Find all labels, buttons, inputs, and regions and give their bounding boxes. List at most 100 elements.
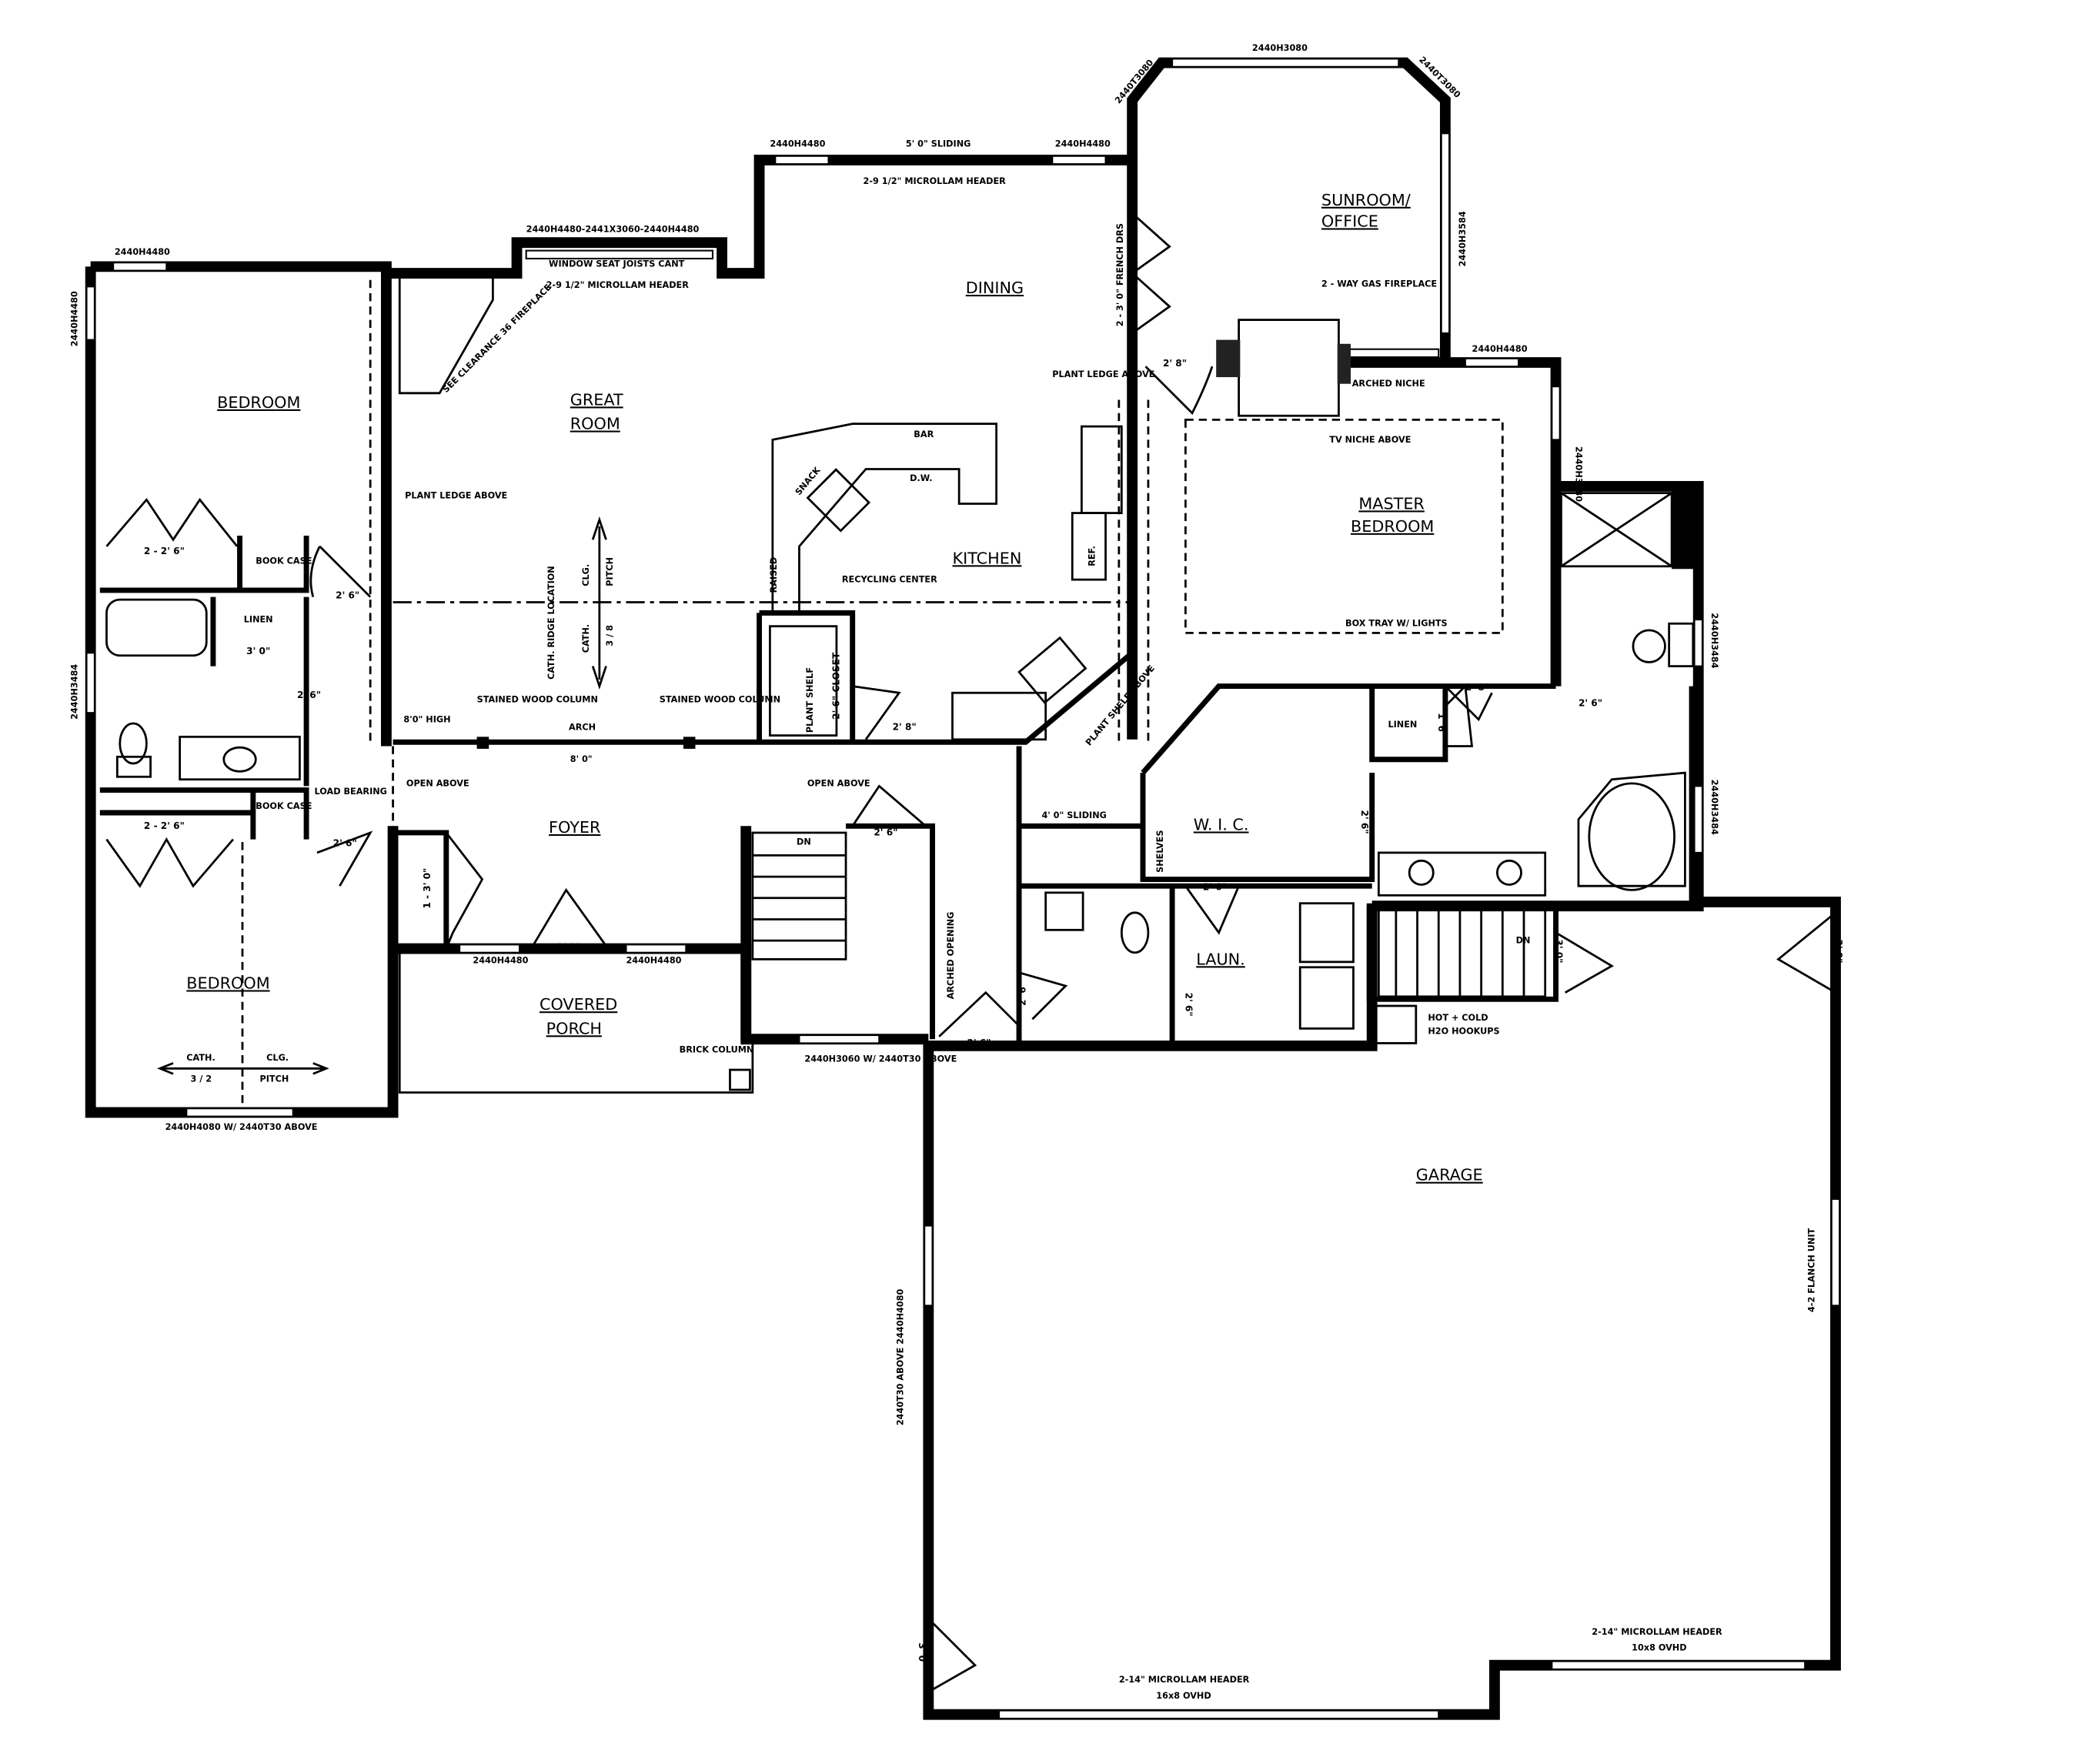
room-label-kitchen: KITCHEN [952,549,1021,567]
dim-kitchen-opening: 2' 8" [893,722,917,733]
sink-icon [806,468,870,533]
note-garage-door-right: 10x8 OVHD [1632,1643,1686,1653]
note-linen-1: LINEN [244,614,273,624]
note-clg: CLG. [581,564,591,586]
dim-linen-door-2: 1' 6" [1436,713,1447,737]
note-8-high: 8'0" HIGH [403,714,450,724]
stained-wood-column-right [683,737,696,749]
note-dn-2: DN [1516,936,1531,946]
note-french-doors: 2 - 3' 0" FRENCH DRS [1115,223,1125,326]
toilet-icon [1120,911,1150,954]
note-garage-door-left: 16x8 OVHD [1156,1691,1211,1701]
note-bed-window-left-mid: 2440H3484 [69,664,79,720]
note-open-above-left: OPEN ABOVE [406,778,469,788]
laundry-sink-icon [1375,1004,1418,1044]
room-label-garage: GARAGE [1416,1166,1483,1184]
plant-shelf-cabinet [769,625,838,737]
dim-half-bath-door: 2' 6" [1017,982,1028,1006]
dim-closet-bed2: 2 - 2' 6" [144,820,185,831]
room-label-dining: DINING [966,279,1024,297]
note-open-above-right: OPEN ABOVE [807,778,870,788]
note-sliding-4: 4' 0" SLIDING [1041,810,1106,820]
dimension-labels: 2 - 2' 6" 2' 6" 3' 0" 2' 6" 2 - 2' 6" 2'… [144,358,1844,1666]
dim-garage-rear-door: 3' 0" [917,1642,927,1666]
pitch-arrow [591,516,607,690]
dim-wic-side: 2' 6" [1359,810,1370,834]
room-label-sunroom: SUNROOM/ [1321,191,1411,209]
note-bed-pitch-val: 3 / 2 [190,1074,212,1084]
note-bath-win-1: 2440H3484 [1709,613,1719,668]
note-ref: REF. [1087,546,1097,566]
note-arch: ARCH [569,723,596,733]
note-sun-win-right: 2440H3584 [1458,211,1468,266]
interior-walls [99,536,1695,1046]
dim-stair-closet-door: 2' 6" [874,827,897,837]
bathtub-icon [1577,771,1686,887]
note-sliding-5: 5' 0" SLIDING [906,139,971,149]
note-foyer-win-left: 2440H4480 [473,956,528,966]
fireplace-hearth [1216,339,1241,378]
note-arched-niche: ARCHED NICHE [1352,379,1425,389]
dim-master-bath: 2' 6" [1579,698,1602,709]
room-label-office: OFFICE [1321,212,1378,230]
room-label-foyer: FOYER [549,818,600,837]
room-label-covered: COVERED [540,995,617,1014]
note-recycling: RECYCLING CENTER [842,575,937,585]
main-stairs [751,831,847,961]
dim-bath-door: 2' 6" [297,690,321,700]
sink-icon [1044,891,1084,931]
dim-garage-side-door: 3' 0" [1833,939,1844,963]
note-stair-window: 2440H3060 W/ 2440T30 ABOVE [804,1054,957,1064]
note-bed-window-top: 2440H4480 [115,247,170,257]
note-gas-fireplace: 2 - WAY GAS FIREPLACE [1321,279,1437,289]
double-vanity [1377,851,1547,897]
note-bed-window-bottom: 2440H4080 W/ 2440T30 ABOVE [165,1122,318,1132]
sink-icon [222,746,257,773]
note-gr-windows: 2440H4480-2441X3060-2440H4480 [526,224,700,234]
note-brick-column: BRICK COLUMN [680,1045,754,1055]
note-plant-ledge-gr: PLANT LEDGE ABOVE [405,491,507,501]
note-dining-win-left: 2440H4480 [770,139,825,149]
note-box-tray: BOX TRAY W/ LIGHTS [1345,619,1448,629]
note-garage-header-left: 2-14" MICROLLAM HEADER [1119,1675,1250,1685]
dim-basement-door: 3' 0" [1554,939,1565,963]
room-label-wic: W. I. C. [1194,816,1249,834]
note-garage-header-right: 2-14" MICROLLAM HEADER [1592,1627,1722,1637]
note-book-case-1: BOOK CASE [256,556,312,566]
windows [85,58,1841,1719]
note-sun-win-top: 2440H3080 [1252,43,1308,53]
room-label-master-bedroom: BEDROOM [1351,517,1434,536]
note-column-right: STAINED WOOD COLUMN [660,694,780,704]
note-bath-win-2: 2440H3484 [1709,780,1719,835]
room-label-bedroom-2: BEDROOM [186,974,269,992]
plant-ledge-line [369,279,1150,833]
brick-column [729,1068,751,1091]
room-label-great: GREAT [570,390,623,409]
toilet-icon [119,722,148,765]
dryer-icon [1298,966,1355,1030]
dim-laundry-side: 2' 6" [1183,993,1194,1017]
room-label-room: ROOM [570,415,620,433]
note-cath: CATH. [581,624,591,653]
note-column-left: STAINED WOOD COLUMN [477,694,598,704]
note-pitch-value: 3 / 8 [605,625,615,646]
note-load-bearing: LOAD BEARING [314,787,386,797]
note-dn-1: DN [797,837,811,847]
vanity [179,735,301,781]
room-labels: BEDROOM GREAT ROOM DINING SUNROOM/ OFFIC… [186,191,1482,1184]
dim-door-bed2: 2' 6" [333,837,357,848]
dim-front-door: 3' 0" [556,941,580,952]
note-pitch: PITCH [605,557,615,586]
room-label-porch: PORCH [546,1019,602,1037]
note-hot-cold: HOT + COLD [1428,1013,1488,1023]
note-foyer-win-right: 2440H4480 [626,956,681,966]
note-master-win-top: 2440H4480 [1472,344,1527,354]
note-bed-pitch: PITCH [259,1074,289,1084]
dim-pantry: 2' 6" CLOSET [830,652,841,720]
range-icon [1017,636,1087,704]
kitchen-counter [771,423,997,614]
note-shelves: SHELVES [1155,830,1165,873]
box-tray [1184,419,1504,634]
dim-foyer-closet: 1 - 3' 0" [422,868,433,909]
room-label-master: MASTER [1358,494,1424,513]
